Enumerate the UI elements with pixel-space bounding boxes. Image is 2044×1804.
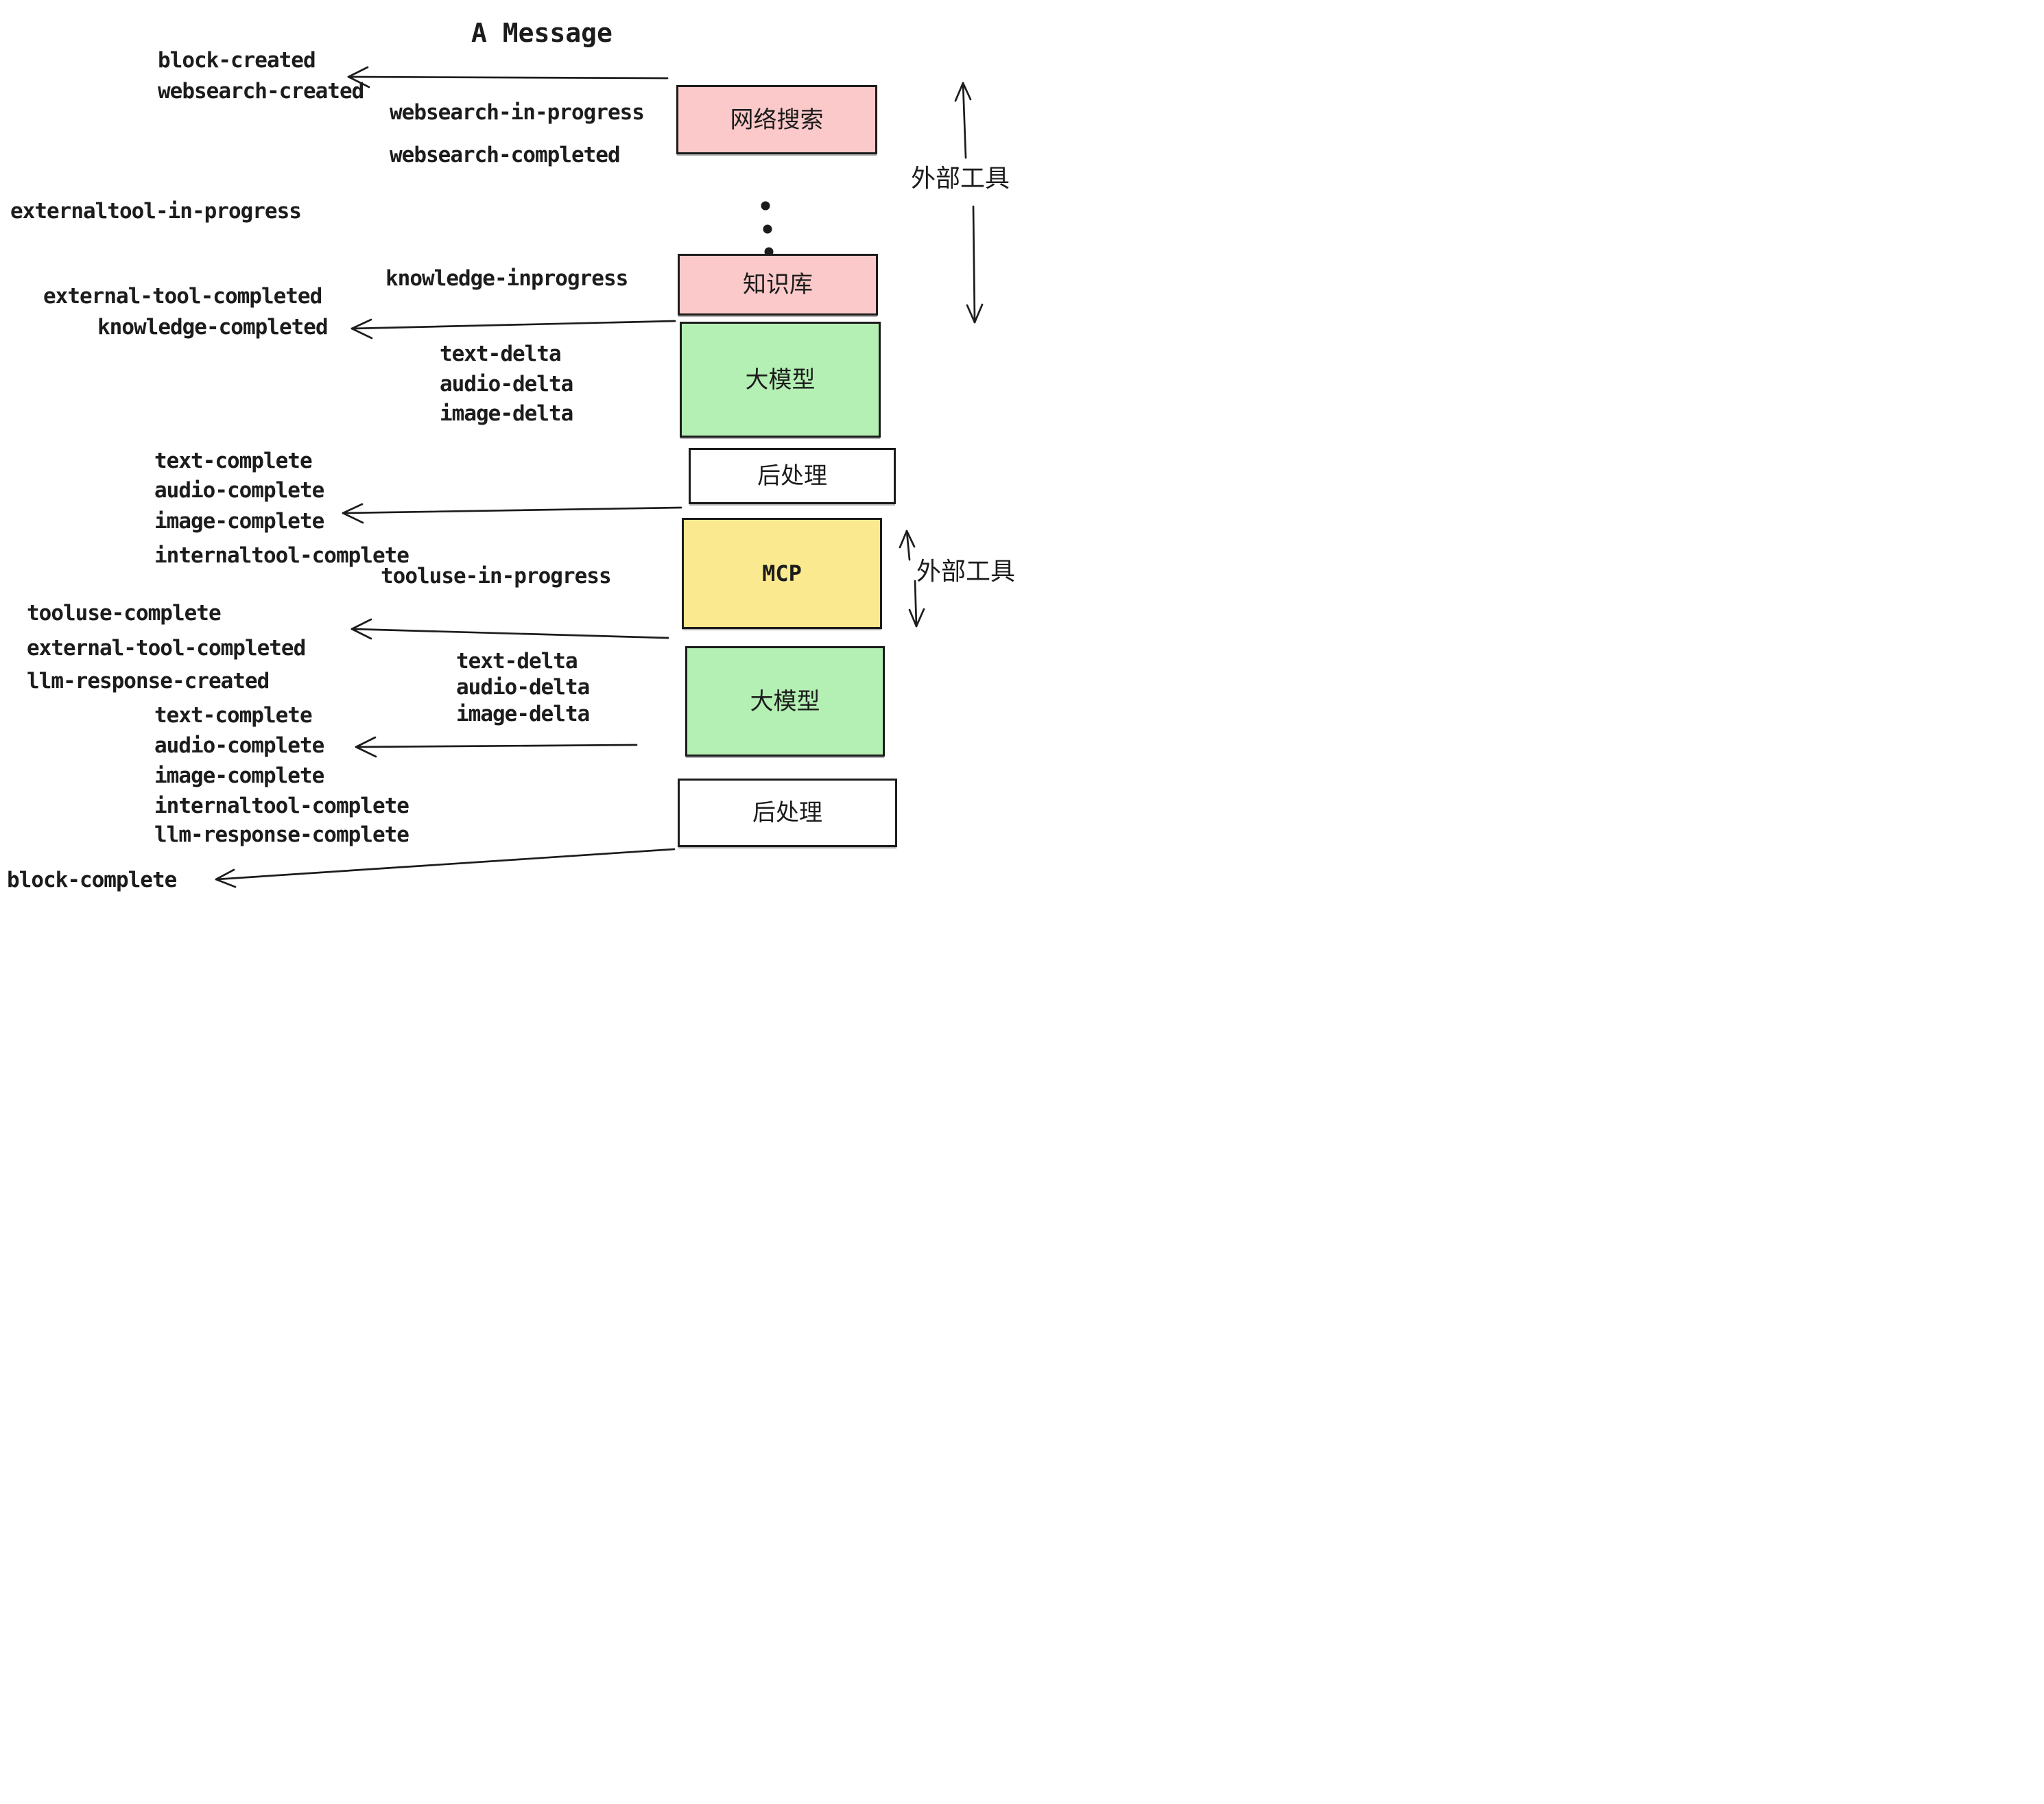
node-post-process-2: 后处理 <box>678 779 897 847</box>
event-label-text-complete-1: text-complete <box>154 449 313 473</box>
event-label-image-complete-1: image-complete <box>154 509 324 534</box>
event-label-block-created: block-created <box>158 48 316 73</box>
arrow-block-complete <box>215 848 676 888</box>
node-label-knowledge-base: 知识库 <box>743 271 813 298</box>
arrow-external-tools-down-1 <box>966 205 984 324</box>
event-label-websearch-completed: websearch-completed <box>390 143 621 167</box>
event-label-image-delta-1: image-delta <box>440 401 573 426</box>
event-label-knowledge-completed: knowledge-completed <box>97 315 329 340</box>
ellipsis-dots <box>761 201 774 257</box>
node-label-post-process-1: 后处理 <box>757 462 827 490</box>
node-post-process-1: 后处理 <box>689 448 896 504</box>
event-label-llm-response-complete: llm-response-complete <box>154 822 409 847</box>
event-label-websearch-created: websearch-created <box>158 79 364 104</box>
node-label-llm-2: 大模型 <box>750 687 820 715</box>
message-flow-diagram: A Message block-created websearch-create… <box>0 0 1022 902</box>
arrow-audio-complete <box>355 736 638 758</box>
event-label-block-complete: block-complete <box>7 868 177 892</box>
event-label-audio-delta-1: audio-delta <box>440 372 573 396</box>
event-label-external-tool-completed-2: external-tool-completed <box>27 636 306 661</box>
side-label-external-tools-2: 外部工具 <box>916 558 1016 586</box>
node-label-web-search: 网络搜索 <box>730 106 824 134</box>
event-label-text-complete-2: text-complete <box>154 703 313 728</box>
arrow-tooluse-complete <box>350 618 669 640</box>
event-label-internaltool-complete-2: internaltool-complete <box>154 794 409 818</box>
arrow-external-tools-up-2 <box>899 530 916 561</box>
node-label-mcp: MCP <box>762 560 802 586</box>
node-knowledge-base: 知识库 <box>678 254 878 316</box>
node-llm-2: 大模型 <box>685 646 885 757</box>
node-label-post-process-2: 后处理 <box>752 799 822 827</box>
event-label-audio-delta-2: audio-delta <box>456 675 590 700</box>
arrow-knowledge-completed <box>350 318 676 340</box>
arrow-external-tools-up-1 <box>954 82 972 159</box>
event-label-websearch-in-progress: websearch-in-progress <box>390 100 645 125</box>
arrow-block-created <box>347 66 669 88</box>
diagram-title: A Message <box>471 18 613 48</box>
event-label-external-tool-completed-1: external-tool-completed <box>43 284 322 309</box>
event-label-llm-response-created: llm-response-created <box>27 669 270 693</box>
node-label-llm-1: 大模型 <box>745 366 816 394</box>
event-label-text-delta-1: text-delta <box>440 342 562 366</box>
event-label-text-delta-2: text-delta <box>456 649 578 674</box>
arrow-internaltool-complete <box>342 503 682 524</box>
node-mcp: MCP <box>682 518 882 629</box>
arrow-external-tools-down-2 <box>908 580 925 628</box>
event-label-tooluse-complete: tooluse-complete <box>27 601 222 626</box>
side-label-external-tools-1: 外部工具 <box>911 165 1010 193</box>
node-llm-1: 大模型 <box>680 322 881 438</box>
event-label-internaltool-complete-1: internaltool-complete <box>154 543 409 568</box>
event-label-image-complete-2: image-complete <box>154 763 324 788</box>
event-label-audio-complete-1: audio-complete <box>154 478 324 503</box>
event-label-externaltool-in-progress: externaltool-in-progress <box>10 199 302 224</box>
event-label-audio-complete-2: audio-complete <box>154 733 324 758</box>
event-label-tooluse-in-progress: tooluse-in-progress <box>381 564 612 589</box>
node-web-search: 网络搜索 <box>676 85 877 154</box>
event-label-image-delta-2: image-delta <box>456 702 590 726</box>
event-label-knowledge-inprogress: knowledge-inprogress <box>385 266 628 291</box>
